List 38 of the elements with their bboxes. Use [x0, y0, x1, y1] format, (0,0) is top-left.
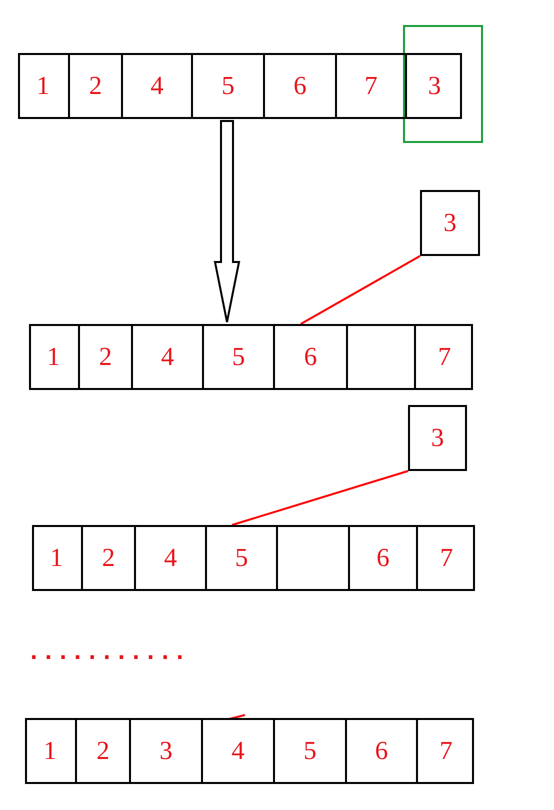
- number-text: 1: [49, 543, 64, 573]
- number-text: 6: [303, 342, 318, 372]
- number-text: 5: [231, 342, 246, 372]
- number-text: 7: [438, 736, 454, 766]
- number-text: 2: [101, 543, 116, 573]
- number-text: 1: [42, 736, 58, 766]
- number-text: 5: [302, 736, 318, 766]
- number-text: 2: [96, 736, 110, 766]
- number-text: 4: [230, 736, 246, 766]
- number-text: 1: [46, 342, 61, 372]
- number-text: 4: [160, 342, 175, 372]
- leader-line: [232, 470, 408, 526]
- number-text: 3: [430, 423, 445, 453]
- ellipsis-dots: ...........: [30, 640, 191, 664]
- leader-line: [300, 255, 420, 325]
- number-text: 5: [220, 71, 236, 101]
- number-text: 3: [427, 71, 442, 101]
- number-text: 3: [442, 208, 458, 238]
- number-text: 6: [374, 736, 389, 766]
- array-row: [18, 53, 462, 119]
- number-text: 4: [163, 543, 178, 573]
- number-text: 7: [439, 543, 454, 573]
- number-text: 2: [98, 342, 113, 372]
- array-row: [25, 718, 474, 784]
- number-text: 1: [36, 71, 50, 101]
- element-box: [420, 190, 480, 256]
- number-text: 4: [150, 71, 164, 101]
- number-text: 7: [364, 71, 378, 101]
- array-row: [32, 525, 475, 591]
- array-row: [29, 324, 473, 390]
- number-text: 2: [88, 71, 103, 101]
- number-text: 6: [292, 71, 308, 101]
- element-box: [408, 405, 467, 471]
- number-text: 6: [376, 543, 390, 573]
- number-text: 5: [234, 543, 249, 573]
- hollow-arrow: [214, 120, 240, 323]
- number-text: 7: [437, 342, 452, 372]
- number-text: 3: [158, 736, 174, 766]
